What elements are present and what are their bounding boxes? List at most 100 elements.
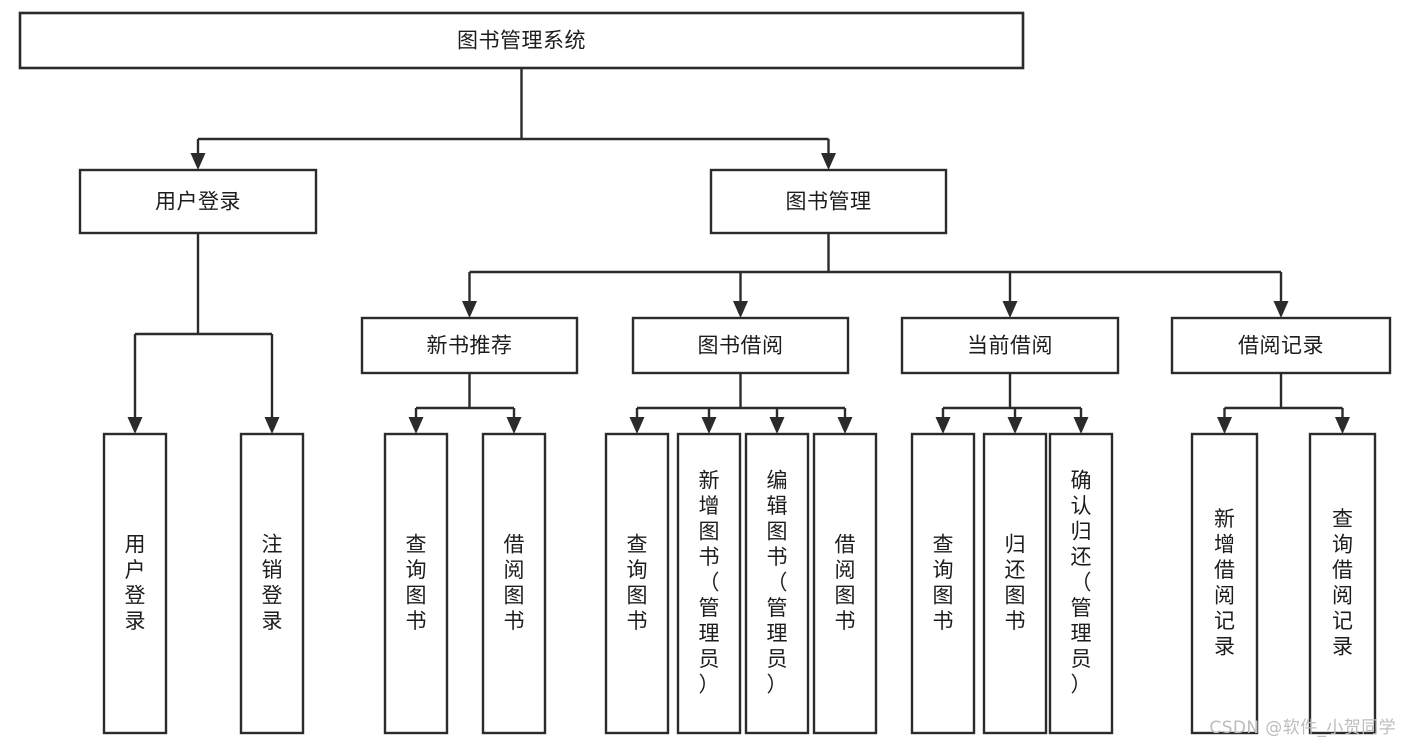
node-label-leaf-edit-book: 书 xyxy=(767,545,788,569)
node-label-leaf-query-borrow-record: 借 xyxy=(1332,558,1353,582)
node-box-leaf-query-book-2[interactable] xyxy=(604,432,670,735)
book-management-arrow-1 xyxy=(733,301,748,318)
node-label-leaf-return-book: 书 xyxy=(1005,609,1026,633)
node-box-current-borrow[interactable] xyxy=(900,316,1120,375)
root-arrow-0 xyxy=(190,153,206,170)
node-label-leaf-borrow-book-1: 阅 xyxy=(504,558,525,582)
node-new-book-recommend[interactable]: 新书推荐 xyxy=(360,316,579,375)
node-label-leaf-borrow-book-2: 借 xyxy=(835,532,856,556)
node-label-leaf-add-borrow-record: 新 xyxy=(1214,507,1235,531)
node-box-root[interactable] xyxy=(18,11,1025,70)
node-label-leaf-borrow-book-2: 阅 xyxy=(835,558,856,582)
node-label-leaf-borrow-book-2: 书 xyxy=(835,609,856,633)
node-box-leaf-user-login[interactable] xyxy=(102,432,168,735)
node-label-leaf-borrow-book-1: 图 xyxy=(504,583,525,607)
node-label-leaf-query-book-1: 询 xyxy=(406,558,427,582)
book-borrow-arrow-0 xyxy=(629,417,645,434)
node-label-leaf-add-book: 理 xyxy=(699,622,720,646)
node-label-leaf-add-book: 图 xyxy=(699,520,720,544)
node-box-leaf-add-book[interactable] xyxy=(676,432,742,735)
node-label-leaf-query-book-3: 书 xyxy=(933,609,954,633)
node-box-leaf-user-logout[interactable] xyxy=(239,432,305,735)
node-label-leaf-query-book-2: 书 xyxy=(627,609,648,633)
user-login-arrow-1 xyxy=(264,417,280,434)
node-label-leaf-confirm-return: 还 xyxy=(1071,545,1092,569)
node-label-leaf-query-book-3: 询 xyxy=(933,558,954,582)
node-label-leaf-add-book: 增 xyxy=(699,494,720,518)
current-borrow-arrow-2 xyxy=(1073,417,1089,434)
node-box-leaf-query-book-1[interactable] xyxy=(383,432,449,735)
node-label-leaf-query-book-1: 图 xyxy=(406,583,427,607)
node-box-leaf-edit-book[interactable] xyxy=(744,432,810,735)
node-label-leaf-query-borrow-record: 录 xyxy=(1332,634,1353,658)
node-label-root: 图书管理系统 xyxy=(457,29,586,53)
node-box-new-book-recommend[interactable] xyxy=(360,316,579,375)
node-label-leaf-user-login: 用 xyxy=(125,532,146,556)
node-box-book-borrow[interactable] xyxy=(631,316,850,375)
node-label-user-login: 用户登录 xyxy=(155,190,241,214)
node-label-leaf-query-book-3: 图 xyxy=(933,583,954,607)
node-label-leaf-query-borrow-record: 询 xyxy=(1332,532,1353,556)
book-management-arrow-3 xyxy=(1273,301,1289,318)
node-label-leaf-confirm-return: 管 xyxy=(1071,596,1092,620)
node-book-borrow[interactable]: 图书借阅 xyxy=(631,316,850,375)
node-box-leaf-query-borrow-record[interactable] xyxy=(1308,432,1377,735)
node-label-leaf-user-logout: 登 xyxy=(262,583,283,607)
node-user-login[interactable]: 用户登录 xyxy=(78,168,318,235)
node-box-book-management[interactable] xyxy=(709,168,948,235)
node-label-current-borrow: 当前借阅 xyxy=(967,334,1053,358)
node-label-leaf-confirm-return: 认 xyxy=(1071,494,1092,518)
book-borrow-arrow-2 xyxy=(769,417,785,434)
node-label-leaf-add-borrow-record: 录 xyxy=(1214,634,1235,658)
node-label-leaf-borrow-book-1: 书 xyxy=(504,609,525,633)
node-label-leaf-return-book: 还 xyxy=(1005,558,1026,582)
node-label-leaf-add-book: 新 xyxy=(699,469,720,493)
node-label-leaf-add-borrow-record: 阅 xyxy=(1214,583,1235,607)
node-label-leaf-add-book: 管 xyxy=(699,596,720,620)
node-box-leaf-borrow-book-2[interactable] xyxy=(812,432,878,735)
book-management-arrow-0 xyxy=(462,301,477,318)
node-current-borrow[interactable]: 当前借阅 xyxy=(900,316,1120,375)
root-arrow-1 xyxy=(821,153,836,170)
node-label-leaf-edit-book: 员 xyxy=(767,647,788,671)
node-box-leaf-return-book[interactable] xyxy=(982,432,1048,735)
book-management-arrow-2 xyxy=(1002,301,1018,318)
node-box-leaf-query-book-3[interactable] xyxy=(910,432,976,735)
node-box-leaf-confirm-return[interactable] xyxy=(1048,432,1114,735)
node-label-leaf-add-borrow-record: 借 xyxy=(1214,558,1235,582)
book-borrow-arrow-1 xyxy=(701,417,717,434)
node-book-management[interactable]: 图书管理 xyxy=(709,168,948,235)
node-label-leaf-borrow-book-2: 图 xyxy=(835,583,856,607)
node-label-leaf-return-book: 归 xyxy=(1005,532,1026,556)
node-label-leaf-user-logout: 注 xyxy=(262,532,283,556)
node-root[interactable]: 图书管理系统 xyxy=(18,11,1025,70)
node-leaf-user-login[interactable]: 用户登录 xyxy=(102,432,168,735)
node-label-leaf-confirm-return: 确 xyxy=(1071,469,1092,493)
node-box-leaf-borrow-book-1[interactable] xyxy=(481,432,547,735)
node-label-leaf-query-book-2: 询 xyxy=(627,558,648,582)
node-label-leaf-query-book-1: 书 xyxy=(406,609,427,633)
node-box-borrow-record[interactable] xyxy=(1170,316,1392,375)
node-label-leaf-edit-book: （ xyxy=(767,571,788,595)
node-label-leaf-add-book: 员 xyxy=(699,647,720,671)
node-box-leaf-add-borrow-record[interactable] xyxy=(1190,432,1259,735)
node-label-leaf-query-borrow-record: 记 xyxy=(1332,609,1353,633)
node-label-borrow-record: 借阅记录 xyxy=(1238,334,1324,358)
node-borrow-record[interactable]: 借阅记录 xyxy=(1170,316,1392,375)
node-label-leaf-user-login: 登 xyxy=(125,583,146,607)
node-label-leaf-query-borrow-record: 查 xyxy=(1332,507,1353,531)
new-book-recommend-arrow-0 xyxy=(408,417,424,434)
